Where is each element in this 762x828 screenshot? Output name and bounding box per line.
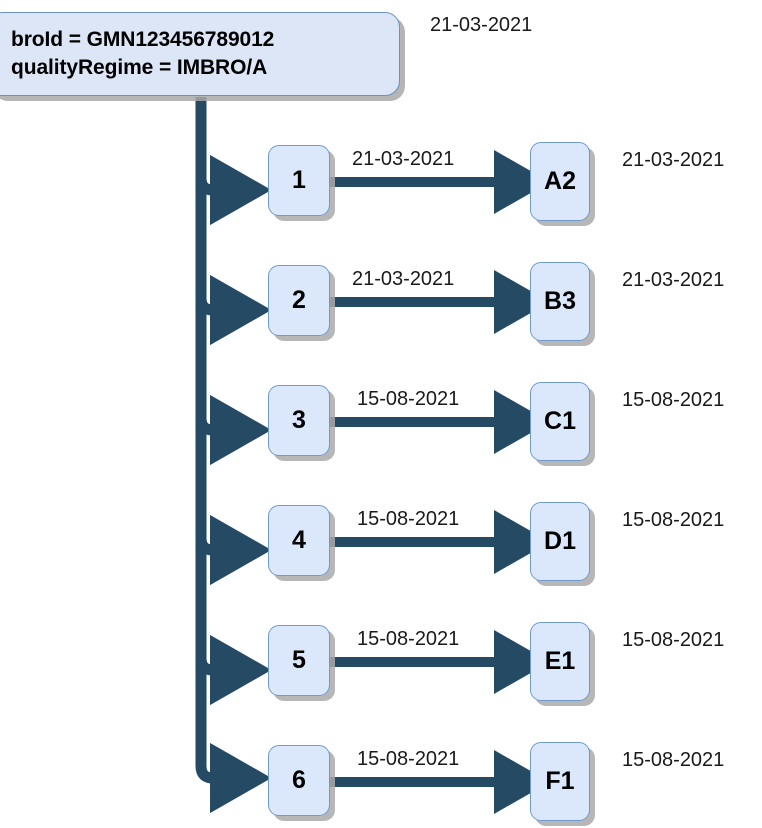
edge-label-4: 15-08-2021 (357, 508, 460, 530)
side-date-5: 15-08-2021 (622, 629, 725, 651)
left-node-1[interactable]: 1 (268, 145, 330, 216)
left-node-2[interactable]: 2 (268, 265, 330, 336)
root-node-line-broid: broId = GMN123456789012 (11, 28, 275, 51)
left-node-5[interactable]: 5 (268, 625, 330, 696)
edge-label-2: 21-03-2021 (352, 268, 455, 290)
right-node-d1[interactable]: D1 (530, 502, 590, 581)
right-node-c1[interactable]: C1 (530, 382, 590, 461)
root-node-gmn[interactable]: broId = GMN123456789012 qualityRegime = … (0, 12, 400, 96)
edge-label-5: 15-08-2021 (357, 628, 460, 650)
edge-label-1: 21-03-2021 (352, 148, 455, 170)
trunk-connector (195, 97, 272, 814)
side-date-6: 15-08-2021 (622, 749, 725, 771)
side-date-3: 15-08-2021 (622, 389, 725, 411)
left-node-4[interactable]: 4 (268, 505, 330, 576)
left-node-6[interactable]: 6 (268, 745, 330, 816)
side-date-4: 15-08-2021 (622, 509, 725, 531)
right-node-b3[interactable]: B3 (530, 262, 590, 341)
left-node-3[interactable]: 3 (268, 385, 330, 456)
edge-label-3: 15-08-2021 (357, 388, 460, 410)
side-date-2: 21-03-2021 (622, 269, 725, 291)
right-node-e1[interactable]: E1 (530, 622, 590, 701)
root-node-date: 21-03-2021 (430, 14, 533, 36)
edge-label-6: 15-08-2021 (357, 748, 460, 770)
root-node-line-qualityregime: qualityRegime = IMBRO/A (11, 56, 268, 79)
right-node-a2[interactable]: A2 (530, 142, 590, 221)
row-arrows (330, 149, 550, 814)
right-node-f1[interactable]: F1 (530, 742, 590, 821)
side-date-1: 21-03-2021 (622, 149, 725, 171)
